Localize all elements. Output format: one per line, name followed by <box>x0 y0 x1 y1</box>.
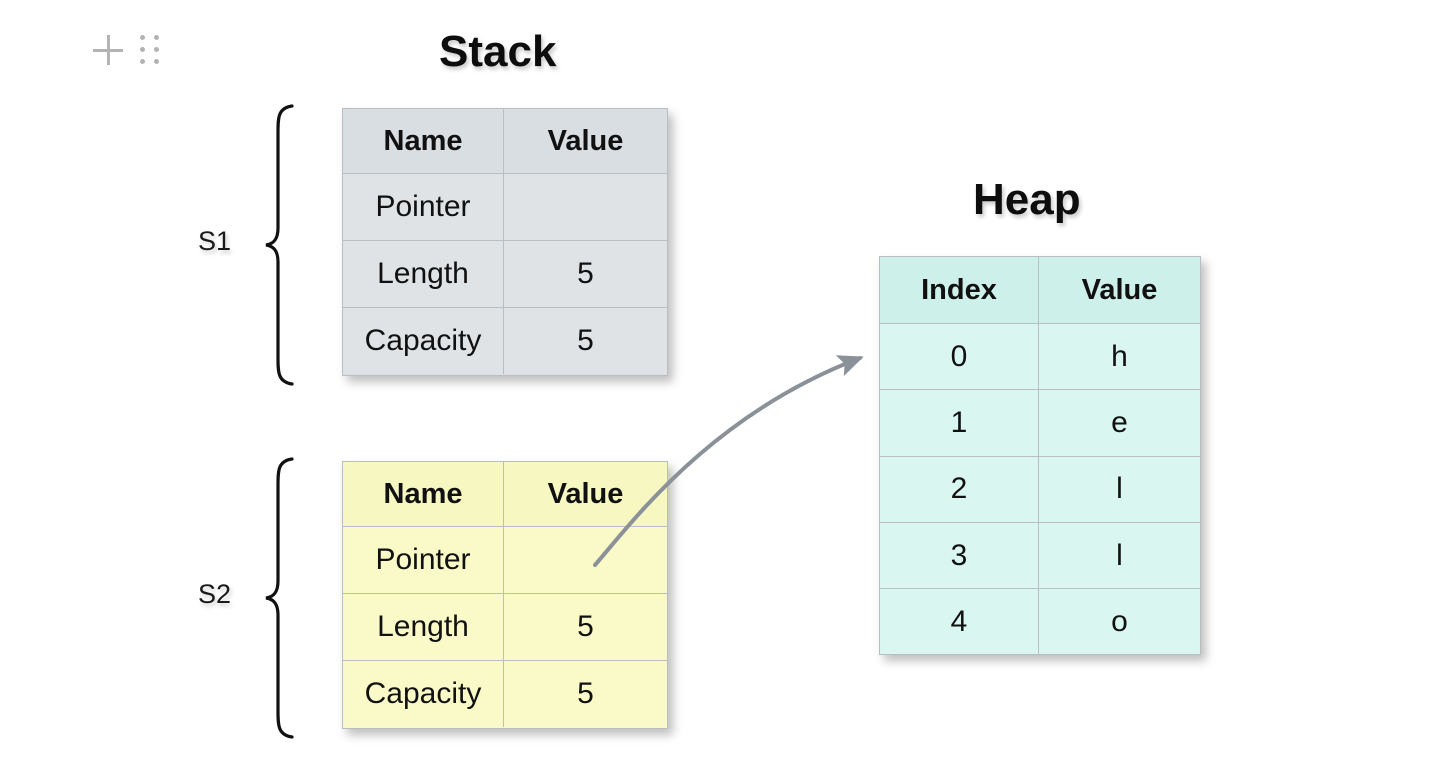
row-value-pointer <box>504 174 667 240</box>
stack-frame-s2-table: Name Value Pointer Length 5 Capacity 5 <box>342 461 668 729</box>
s1-label: S1 <box>198 226 232 256</box>
column-header-value: Value <box>504 462 667 526</box>
table-header-row: Index Value <box>880 257 1200 323</box>
heap-index-3: 3 <box>880 522 1039 589</box>
table-row[interactable]: Capacity 5 <box>343 307 667 374</box>
column-header-value: Value <box>504 109 667 173</box>
s2-label: S2 <box>198 579 232 609</box>
heap-value-1: e <box>1039 390 1200 456</box>
heap-value-3: l <box>1039 522 1200 589</box>
table-row[interactable]: Length 5 <box>343 593 667 660</box>
column-header-index: Index <box>880 257 1039 323</box>
heap-table: Index Value 0 h 1 e 2 l 3 l 4 o <box>879 256 1201 655</box>
table-row[interactable]: Length 5 <box>343 240 667 307</box>
row-value-pointer <box>504 527 667 593</box>
s2-brace <box>262 453 296 748</box>
plus-icon[interactable] <box>93 35 123 65</box>
column-header-name: Name <box>343 462 504 526</box>
table-row[interactable]: 4 o <box>880 588 1200 655</box>
row-value-length: 5 <box>504 594 667 660</box>
table-header-row: Name Value <box>343 462 667 526</box>
table-row[interactable]: Pointer <box>343 173 667 240</box>
grid-dots-icon[interactable] <box>139 35 161 65</box>
row-value-length: 5 <box>504 241 667 307</box>
row-name-capacity: Capacity <box>343 661 504 727</box>
row-name-length: Length <box>343 241 504 307</box>
table-row[interactable]: 2 l <box>880 455 1200 522</box>
stack-title: Stack <box>439 27 557 76</box>
row-name-pointer: Pointer <box>343 174 504 240</box>
column-header-name: Name <box>343 109 504 173</box>
stack-frame-s1-table: Name Value Pointer Length 5 Capacity 5 <box>342 108 668 376</box>
heap-index-2: 2 <box>880 456 1039 522</box>
row-name-pointer: Pointer <box>343 527 504 593</box>
table-header-row: Name Value <box>343 109 667 173</box>
pointer-arrow <box>593 355 864 567</box>
table-row[interactable]: Pointer <box>343 526 667 593</box>
toolbar <box>93 35 161 65</box>
column-header-value: Value <box>1039 257 1200 323</box>
table-row[interactable]: 3 l <box>880 521 1200 589</box>
row-name-length: Length <box>343 594 504 660</box>
row-value-capacity: 5 <box>504 308 667 374</box>
row-name-capacity: Capacity <box>343 308 504 374</box>
row-value-capacity: 5 <box>504 661 667 727</box>
heap-title: Heap <box>973 175 1081 224</box>
heap-value-4: o <box>1039 589 1200 655</box>
heap-value-2: l <box>1039 456 1200 522</box>
heap-index-1: 1 <box>880 390 1039 456</box>
table-row[interactable]: Capacity 5 <box>343 660 667 727</box>
heap-index-0: 0 <box>880 324 1039 390</box>
table-row[interactable]: 1 e <box>880 389 1200 456</box>
table-row[interactable]: 0 h <box>880 323 1200 390</box>
heap-index-4: 4 <box>880 589 1039 655</box>
s1-brace <box>262 100 296 395</box>
heap-value-0: h <box>1039 324 1200 390</box>
